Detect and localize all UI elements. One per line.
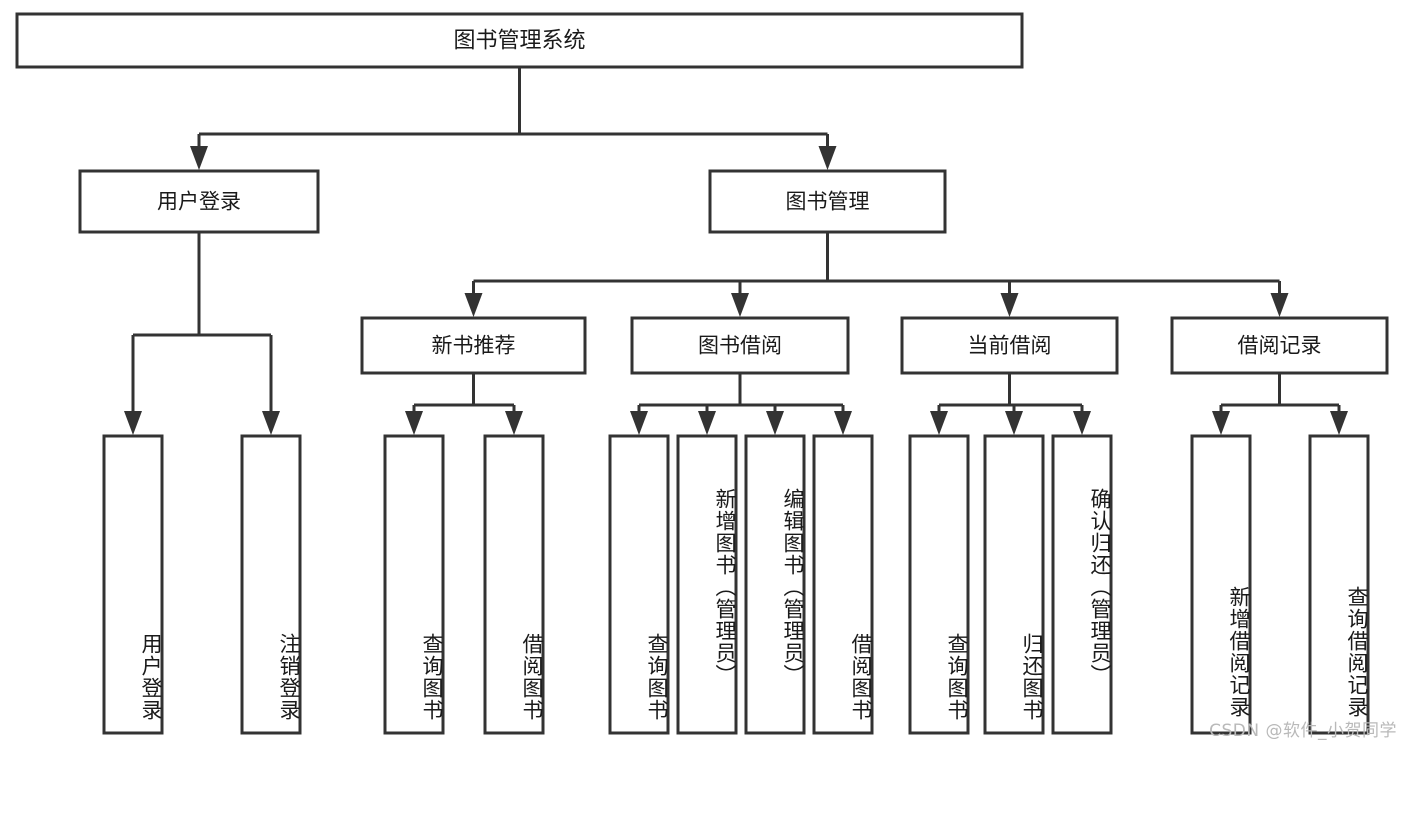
node-box-leaf-add-book[interactable] — [676, 434, 738, 735]
boxes-layer — [15, 12, 1389, 735]
node-label-root: 图书管理系统 — [453, 29, 585, 54]
node-box-leaf-query-book-1[interactable] — [383, 434, 445, 735]
arrow-head-icon-book-manage — [818, 146, 837, 170]
arrow-head-icon-leaf-query-record — [1330, 411, 1348, 435]
node-box-book-manage[interactable] — [708, 169, 947, 234]
arrow-head-icon-user-login — [190, 146, 208, 170]
node-box-leaf-confirm-return[interactable] — [1051, 434, 1113, 735]
connectors-layer — [124, 67, 1348, 435]
node-label-book-borrow: 图书借阅 — [698, 334, 782, 358]
node-label-new-book-recommend: 新书推荐 — [432, 334, 516, 358]
arrow-head-icon-leaf-add-book — [698, 411, 716, 435]
arrow-head-icon-leaf-add-record — [1212, 411, 1230, 435]
node-label-current-borrow: 当前借阅 — [968, 334, 1052, 358]
node-box-book-borrow[interactable] — [630, 316, 850, 375]
node-box-leaf-query-book-3[interactable] — [908, 434, 970, 735]
arrow-head-icon-book-borrow — [731, 293, 749, 317]
node-box-leaf-borrow-book-2[interactable] — [812, 434, 874, 735]
watermark-text: CSDN @软件_小贺同学 — [1209, 721, 1397, 741]
node-box-leaf-user-login[interactable] — [102, 434, 164, 735]
diagram-root: 图书管理系统用户登录图书管理新书推荐图书借阅当前借阅借阅记录 用户登录注销登录查… — [15, 12, 1397, 741]
arrow-head-icon-leaf-query-book-3 — [930, 411, 948, 435]
node-box-current-borrow[interactable] — [900, 316, 1119, 375]
node-box-leaf-query-book-2[interactable] — [608, 434, 670, 735]
arrow-head-icon-leaf-query-book-1 — [405, 411, 423, 435]
arrow-head-icon-leaf-return-book — [1005, 411, 1023, 435]
arrow-head-icon-leaf-confirm-return — [1073, 411, 1091, 435]
node-box-root[interactable] — [15, 12, 1024, 69]
node-box-user-login[interactable] — [78, 169, 320, 234]
node-box-leaf-add-record[interactable] — [1190, 434, 1252, 735]
node-box-leaf-logout-login[interactable] — [240, 434, 302, 735]
node-box-new-book-recommend[interactable] — [360, 316, 587, 375]
node-box-borrow-record[interactable] — [1170, 316, 1389, 375]
node-label-book-manage: 图书管理 — [786, 190, 870, 214]
arrow-head-icon-borrow-record — [1270, 293, 1289, 317]
arrow-head-icon-leaf-borrow-book-1 — [505, 411, 523, 435]
arrow-head-icon-new-book-recommend — [464, 293, 483, 317]
node-label-user-login: 用户登录 — [157, 190, 241, 214]
node-box-leaf-borrow-book-1[interactable] — [483, 434, 545, 735]
node-box-leaf-query-record[interactable] — [1308, 434, 1370, 735]
arrow-head-icon-leaf-user-login — [124, 411, 142, 435]
node-box-leaf-return-book[interactable] — [983, 434, 1045, 735]
node-box-leaf-edit-book[interactable] — [744, 434, 806, 735]
arrow-head-icon-leaf-query-book-2 — [630, 411, 648, 435]
node-label-borrow-record: 借阅记录 — [1238, 334, 1322, 358]
arrow-head-icon-current-borrow — [1000, 293, 1019, 317]
arrow-head-icon-leaf-edit-book — [766, 411, 784, 435]
arrow-head-icon-leaf-logout-login — [262, 411, 280, 435]
arrow-head-icon-leaf-borrow-book-2 — [834, 411, 852, 435]
